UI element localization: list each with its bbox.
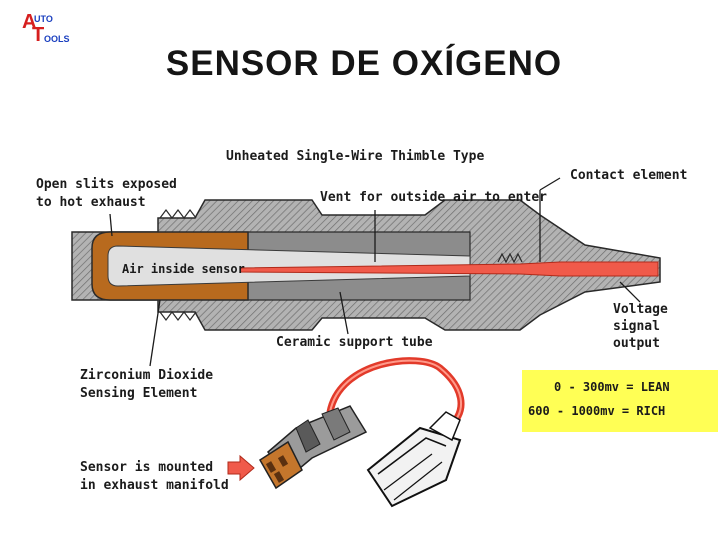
sensor-lead-wire-inner	[329, 359, 463, 429]
air-cavity	[107, 245, 471, 287]
signal-wire	[239, 261, 659, 277]
voltage-legend: 0 - 300mv = LEAN 600 - 1000mv = RICH	[522, 370, 718, 432]
label-voltage-line3: output	[613, 336, 660, 351]
leader-contact-h	[539, 177, 561, 191]
legend-rich: 600 - 1000mv = RICH	[528, 404, 666, 418]
label-open-slits-line1: Open slits exposed	[36, 177, 177, 192]
logo-letter-t: T	[32, 24, 45, 46]
mount-arrow	[227, 454, 255, 482]
logo-letter-a: A	[22, 11, 37, 33]
label-ceramic-tube: Ceramic support tube	[276, 335, 433, 350]
label-vent: Vent for outside air to enter	[320, 190, 547, 205]
autotools-logo: A UTO T OOLS	[22, 12, 82, 46]
label-voltage-line2: signal	[613, 319, 660, 334]
legend-lean: 0 - 300mv = LEAN	[554, 380, 670, 394]
label-air-inside: Air inside sensor	[122, 262, 245, 276]
logo-text-ools: OOLS	[44, 34, 70, 44]
label-sensor-type: Unheated Single-Wire Thimble Type	[226, 149, 485, 164]
leader-zirconium	[149, 299, 161, 367]
label-zirconium-line1: Zirconium Dioxide	[80, 368, 214, 383]
label-open-slits-line2: to hot exhaust	[36, 195, 146, 210]
thread-teeth-bottom	[159, 311, 197, 321]
contact-spring	[497, 252, 523, 264]
label-voltage-line1: Voltage	[613, 302, 668, 317]
page-title: SENSOR DE OXÍGENO	[165, 44, 563, 83]
logo-text-uto: UTO	[34, 14, 53, 24]
leader-ceramic	[339, 291, 349, 335]
label-mounted-line1: Sensor is mounted	[80, 460, 214, 475]
thread-teeth-top	[159, 209, 197, 219]
sensor-photo-body	[258, 405, 368, 490]
sensor-connector	[366, 411, 462, 508]
leader-open-slits	[109, 213, 113, 237]
label-contact-element: Contact element	[570, 168, 688, 183]
label-mounted-line2: in exhaust manifold	[80, 478, 229, 493]
label-zirconium-line2: Sensing Element	[80, 386, 198, 401]
leader-voltage	[619, 281, 641, 303]
